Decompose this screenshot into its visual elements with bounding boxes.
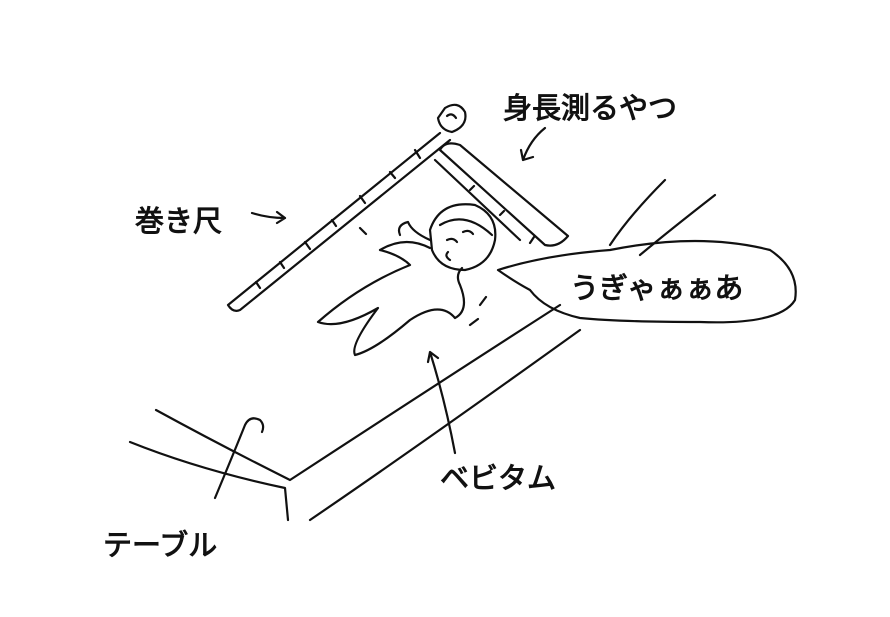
table-label: テーブル [103,528,218,562]
scream-text: うぎゃぁぁあ [570,271,744,305]
height-meter-drawing [433,142,570,247]
table-drawing [128,178,717,522]
tape-measure-label: 巻き尺 [135,204,223,238]
baby-drawing [316,203,497,357]
speech-bubble [496,239,797,324]
tape-measure-drawing [226,103,467,312]
baby-label: ベビタム [440,461,557,495]
height-meter-label: 身長測るやつ [503,91,678,125]
arrows [213,126,547,500]
